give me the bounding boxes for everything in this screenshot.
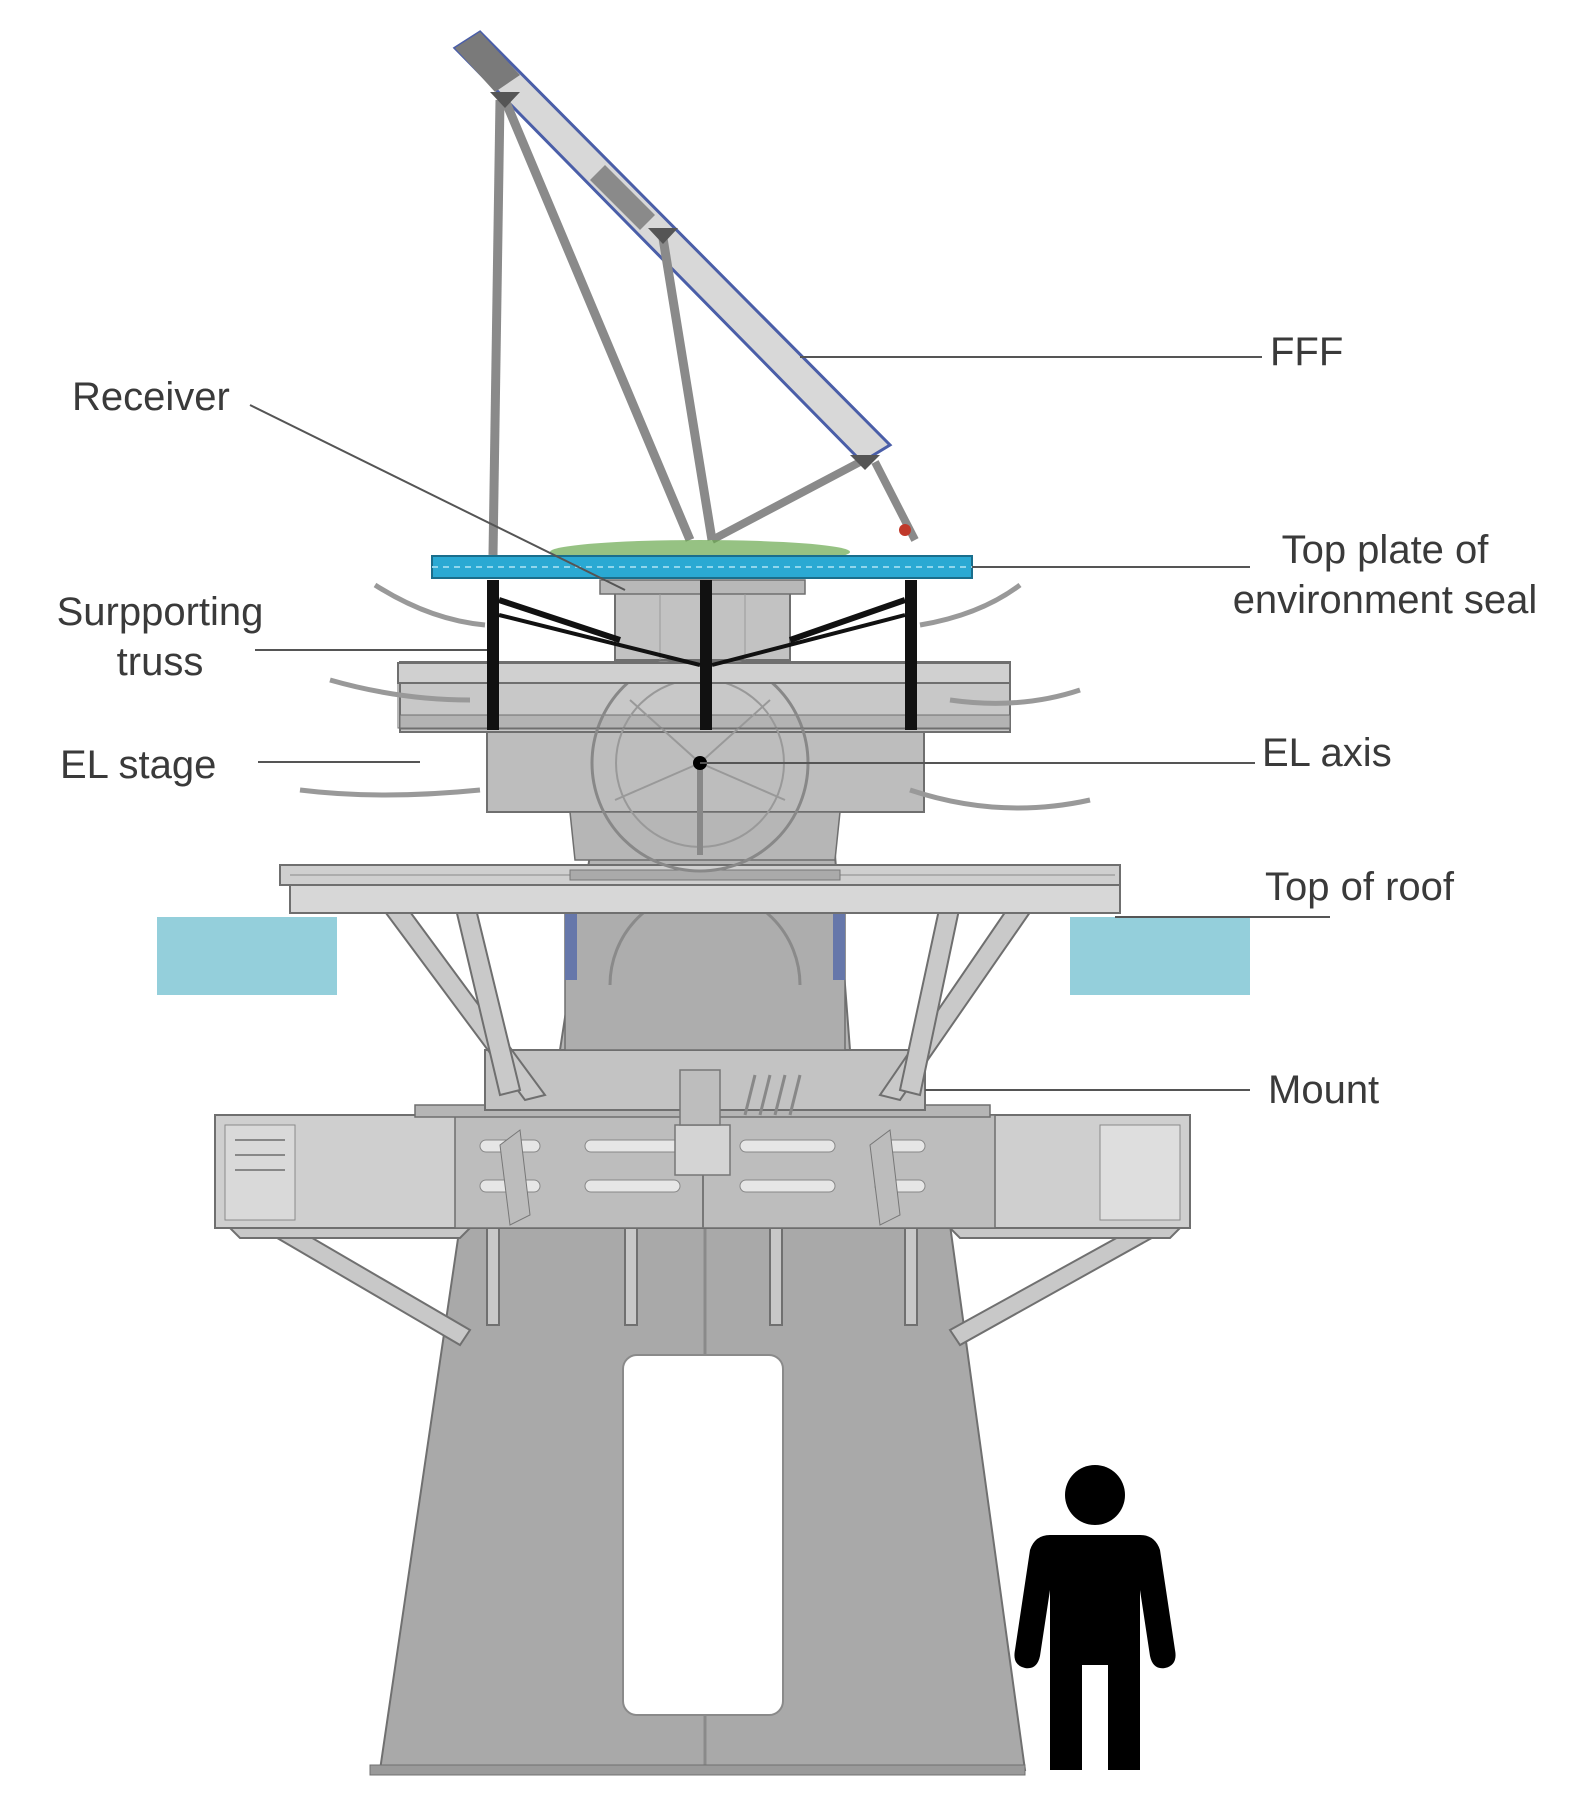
supporting-truss — [487, 580, 917, 730]
roof-block-left — [157, 917, 337, 995]
roof-block-right — [1070, 917, 1250, 995]
roof-struts — [378, 904, 1037, 1102]
human-figure-icon — [1014, 1465, 1176, 1770]
mount-platform — [214, 1104, 1191, 1229]
pedestal-door-opening — [622, 1354, 784, 1716]
label-top-plate-line1: Top plate of — [1281, 528, 1489, 572]
label-fff: FFF — [1270, 330, 1344, 374]
label-top-of-roof: Top of roof — [1265, 865, 1455, 909]
label-el-stage: EL stage — [60, 743, 217, 787]
pedestal — [369, 1224, 1027, 1776]
label-supporting-truss-line2: truss — [116, 640, 204, 684]
seal-plate — [431, 540, 973, 579]
leader-receiver — [249, 404, 626, 591]
mount-block — [484, 1049, 926, 1126]
leader-lines — [249, 356, 1330, 1091]
label-supporting-truss-line1: Surpporting — [56, 590, 264, 634]
fff-structure — [452, 30, 919, 556]
label-el-axis: EL axis — [1262, 731, 1392, 775]
label-top-plate-line2: environment seal — [1232, 578, 1538, 622]
label-mount: Mount — [1268, 1068, 1380, 1112]
mount-support-braces — [227, 1224, 1183, 1347]
label-receiver: Receiver — [72, 375, 230, 419]
